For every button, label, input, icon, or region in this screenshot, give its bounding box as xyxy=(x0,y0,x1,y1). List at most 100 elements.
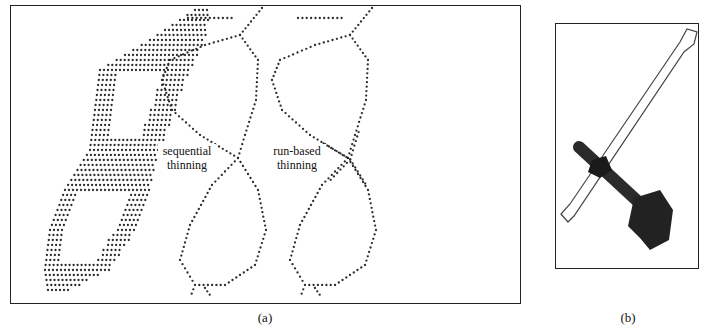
pixel-dot xyxy=(156,89,158,91)
pixel-dot xyxy=(152,59,154,61)
pixel-dot xyxy=(139,69,141,71)
pixel-dot xyxy=(119,69,121,71)
pixel-dot xyxy=(112,239,114,241)
pixel-dot xyxy=(227,167,229,169)
pixel-dot xyxy=(89,274,91,276)
pixel-dot xyxy=(257,255,259,257)
pixel-dot xyxy=(97,114,99,116)
pixel-dot xyxy=(252,108,254,110)
pixel-dot xyxy=(94,109,96,111)
pixel-dot xyxy=(198,9,200,11)
pixel-dot xyxy=(230,36,232,38)
pixel-dot xyxy=(112,94,114,96)
pixel-dot xyxy=(325,284,327,286)
pixel-dot xyxy=(123,69,125,71)
pixel-dot xyxy=(133,219,135,221)
pixel-dot xyxy=(173,44,175,46)
pixel-dot xyxy=(152,54,154,56)
pixel-dot xyxy=(129,144,131,146)
pixel-dot xyxy=(231,279,233,281)
pixel-dot xyxy=(254,264,256,266)
pixel-dot xyxy=(174,104,176,106)
pixel-dot xyxy=(161,44,163,46)
pixel-dot xyxy=(124,209,126,211)
pixel-dot xyxy=(52,239,54,241)
pixel-dot xyxy=(105,259,107,261)
pixel-dot xyxy=(142,139,144,141)
pixel-dot xyxy=(149,119,151,121)
pixel-dot xyxy=(81,174,83,176)
pixel-dot xyxy=(155,69,157,71)
pixel-dot xyxy=(166,109,168,111)
pixel-dot xyxy=(168,100,170,102)
pixel-dot xyxy=(191,24,193,26)
pixel-dot xyxy=(146,154,148,156)
pixel-dot xyxy=(357,24,359,26)
pixel-dot xyxy=(172,89,174,91)
pixel-dot xyxy=(119,224,121,226)
pixel-dot xyxy=(131,224,133,226)
pixel-dot xyxy=(164,49,166,51)
pixel-dots xyxy=(44,7,377,296)
pixel-dot xyxy=(172,94,174,96)
pixel-dot xyxy=(138,194,140,196)
pixel-dot xyxy=(93,149,95,151)
pixel-dot xyxy=(56,269,58,271)
pixel-dot xyxy=(110,154,112,156)
pixel-dot xyxy=(95,129,97,131)
pixel-dot xyxy=(279,105,281,107)
pixel-dot xyxy=(355,140,357,142)
pixel-dot xyxy=(109,84,111,86)
pixel-dot xyxy=(204,44,206,46)
pixel-dot xyxy=(139,159,141,161)
pixel-dot xyxy=(217,17,219,19)
pixel-dot xyxy=(93,114,95,116)
pixel-dot xyxy=(68,269,70,271)
pixel-dot xyxy=(156,49,158,51)
pixel-dot xyxy=(347,157,349,159)
pixel-dot xyxy=(154,104,156,106)
pixel-dot xyxy=(72,189,74,191)
pixel-dot xyxy=(194,14,196,16)
pixel-dot xyxy=(239,34,241,36)
pixel-dot xyxy=(164,29,166,31)
pixel-dot xyxy=(46,254,48,256)
pixel-dot xyxy=(365,99,367,101)
pixel-dot xyxy=(44,264,46,266)
pixel-dot xyxy=(110,179,112,181)
pixel-dot xyxy=(244,41,246,43)
pixel-dot xyxy=(125,144,127,146)
pixel-dot xyxy=(167,64,169,66)
pixel-dot xyxy=(112,89,114,91)
pixel-dot xyxy=(173,39,175,41)
pixel-dot xyxy=(65,279,67,281)
pixel-dot xyxy=(52,269,54,271)
pixel-dot xyxy=(149,144,151,146)
pixel-dot xyxy=(53,279,55,281)
pixel-dot xyxy=(332,17,334,19)
pixel-dot xyxy=(129,149,131,151)
pixel-dot xyxy=(123,164,125,166)
pixel-dot xyxy=(176,34,178,36)
pixel-dot xyxy=(74,179,76,181)
pixel-dot xyxy=(366,68,368,70)
pixel-dot xyxy=(230,164,232,166)
pixel-dot xyxy=(84,189,86,191)
pixel-dot xyxy=(62,214,64,216)
pixel-dot xyxy=(124,59,126,61)
pixel-dot xyxy=(113,259,115,261)
pixel-dot xyxy=(245,129,247,131)
pixel-dot xyxy=(134,154,136,156)
pixel-dot xyxy=(115,64,117,66)
pixel-dot xyxy=(140,189,142,191)
pixel-dot xyxy=(160,34,162,36)
pixel-dot xyxy=(150,139,152,141)
pixel-dot xyxy=(214,180,216,182)
pixel-dot xyxy=(114,179,116,181)
pixel-dot xyxy=(362,108,364,110)
crossing-blob xyxy=(588,156,612,178)
pixel-dot xyxy=(168,49,170,51)
pixel-dot xyxy=(181,250,183,252)
pixel-dot xyxy=(114,249,116,251)
